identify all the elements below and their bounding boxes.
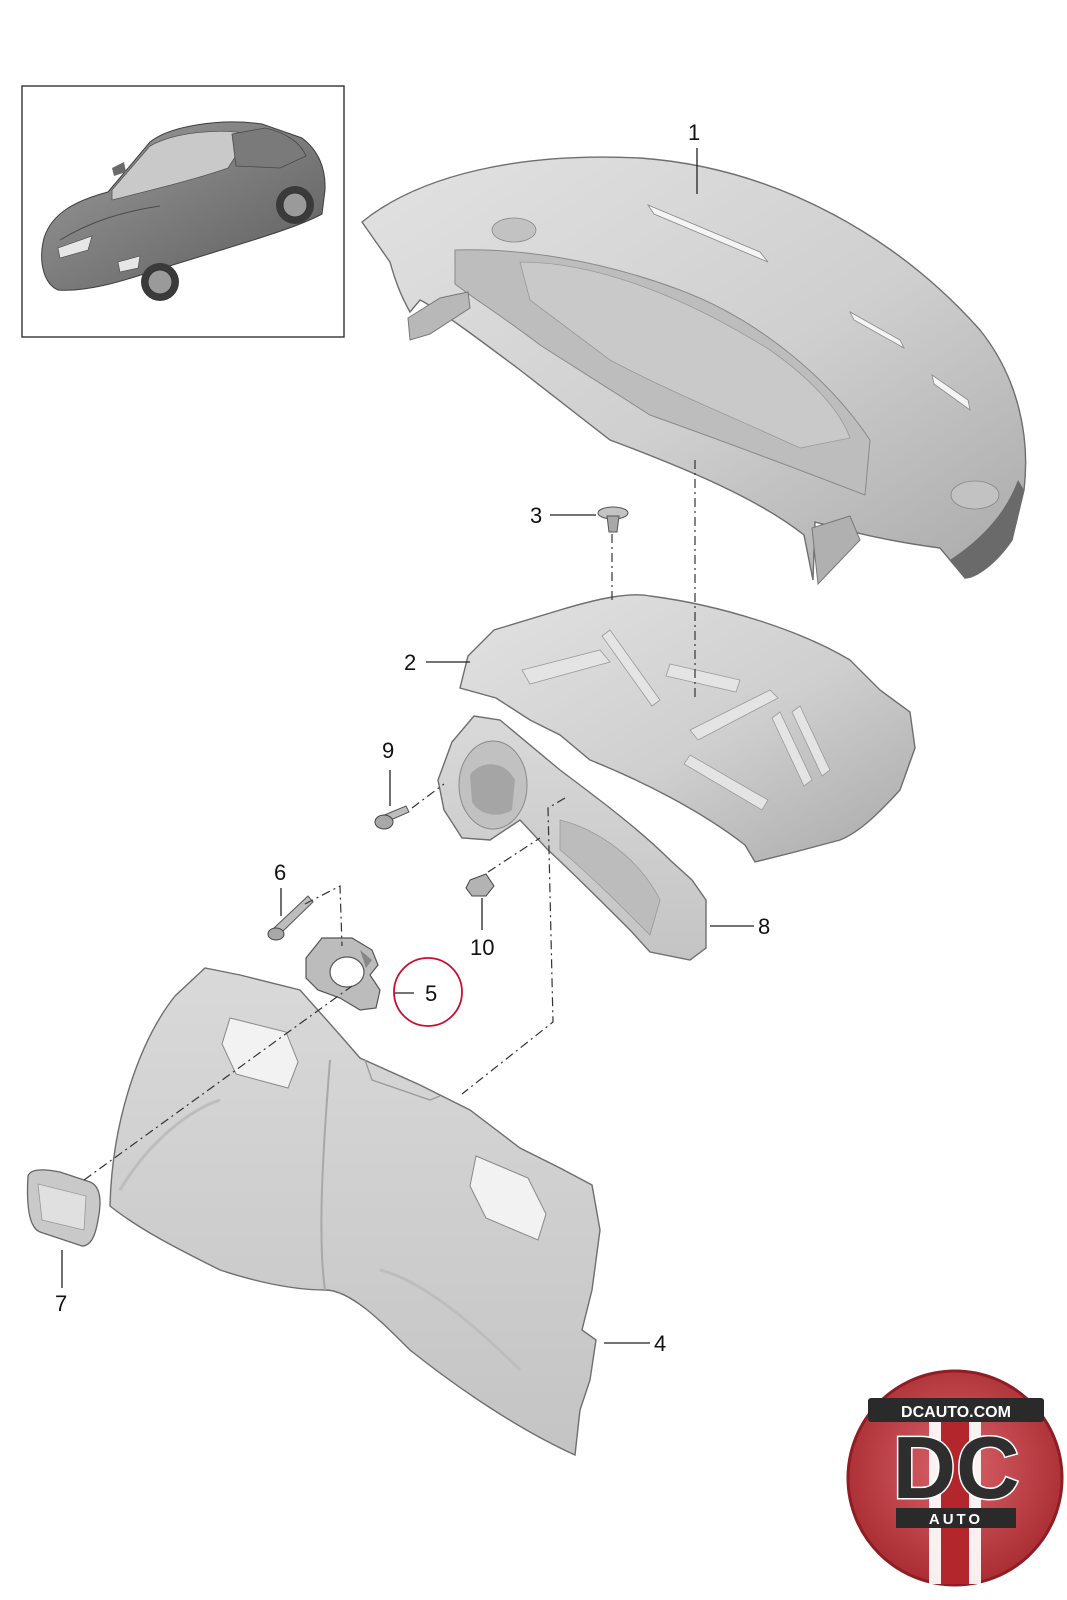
part-8-bulkhead-liner: [437, 715, 707, 961]
part-9-bolt: [374, 805, 410, 830]
callout-7[interactable]: 7: [55, 1291, 67, 1316]
part-3-clip: [597, 506, 629, 533]
leader-lines: [61, 148, 754, 1344]
part-5-bracket: [305, 937, 381, 1011]
callout-8[interactable]: 8: [758, 914, 770, 939]
logo-sub-text: AUTO: [929, 1511, 983, 1528]
logo-url-text: DCAUTO.COM: [901, 1404, 1011, 1421]
assembly-lines: [83, 460, 696, 1181]
callout-6[interactable]: 6: [274, 860, 286, 885]
part-10-nut: [465, 873, 495, 897]
callout-9[interactable]: 9: [382, 738, 394, 763]
part-4-rear-wall-trim: [109, 967, 601, 1457]
highlight-circle: [393, 957, 463, 1027]
car-icon: [41, 121, 326, 301]
callout-1[interactable]: 1: [688, 120, 700, 145]
part-7-cover-cap: [26, 1169, 101, 1247]
callout-labels[interactable]: 1 2 3 4 5 6 7 8 9 10: [55, 120, 770, 1356]
callout-5[interactable]: 5: [425, 981, 437, 1006]
part-2-bulkhead-panel: [459, 594, 916, 863]
callout-3[interactable]: 3: [530, 503, 542, 528]
dcauto-logo: DCAUTO.COM DC AUTO: [846, 1369, 1064, 1587]
part-1-rear-cover: [361, 156, 1027, 586]
logo-monogram: DC: [892, 1418, 1019, 1517]
callout-10[interactable]: 10: [470, 935, 494, 960]
callout-4[interactable]: 4: [654, 1331, 666, 1356]
vehicle-inset: [21, 85, 345, 338]
part-6-bolt: [267, 895, 314, 941]
callout-2[interactable]: 2: [404, 650, 416, 675]
